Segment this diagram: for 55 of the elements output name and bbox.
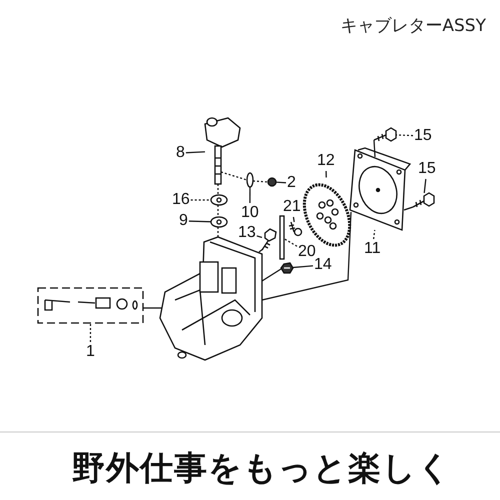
screw-drawing bbox=[261, 228, 277, 251]
leader-line bbox=[372, 230, 376, 240]
leader-line bbox=[424, 178, 426, 194]
leader-line bbox=[188, 220, 212, 222]
rod-drawing bbox=[279, 215, 285, 260]
leader-line bbox=[292, 216, 295, 222]
knob-drawing bbox=[204, 117, 241, 185]
leader-line bbox=[90, 323, 92, 342]
title: キャブレターASSY bbox=[340, 15, 486, 37]
callout-number: 20 bbox=[298, 243, 316, 261]
assembly-line bbox=[262, 268, 282, 282]
screw-drawing bbox=[373, 127, 397, 142]
callout-number: 15 bbox=[414, 127, 432, 145]
callout-number: 12 bbox=[317, 152, 335, 170]
leader-line bbox=[249, 187, 251, 203]
callout-number: 11 bbox=[364, 240, 381, 258]
leader-line bbox=[256, 235, 262, 238]
slogan: 野外仕事をもっと楽しく bbox=[72, 447, 452, 489]
leader-line bbox=[396, 134, 414, 136]
assembly-line bbox=[220, 171, 248, 181]
assembly-line bbox=[217, 205, 219, 217]
leader-line bbox=[276, 182, 286, 184]
assembly-line bbox=[404, 206, 414, 211]
callout-number: 1 bbox=[86, 343, 95, 361]
callout-number: 9 bbox=[179, 212, 188, 230]
assembly-line bbox=[262, 212, 352, 301]
screw-drawing bbox=[412, 192, 435, 208]
leader-line bbox=[292, 265, 314, 268]
callout-number: 15 bbox=[418, 160, 436, 178]
needle-assembly-drawing bbox=[37, 287, 144, 324]
o-ring-drawing bbox=[246, 172, 254, 188]
leader-line bbox=[284, 238, 298, 247]
assembly-line bbox=[217, 227, 219, 237]
assembly-line bbox=[143, 307, 162, 309]
callout-number: 16 bbox=[172, 191, 190, 209]
cover-drawing bbox=[349, 147, 412, 231]
nut-drawing bbox=[267, 177, 277, 187]
callout-number: 14 bbox=[314, 256, 332, 274]
callout-number: 8 bbox=[176, 144, 185, 162]
washer-drawing bbox=[210, 216, 228, 228]
callout-number: 21 bbox=[283, 198, 301, 216]
assembly-line bbox=[373, 140, 376, 158]
callout-number: 13 bbox=[238, 224, 256, 242]
callout-number: 10 bbox=[241, 204, 259, 222]
assembly-line bbox=[252, 180, 268, 183]
plug-drawing bbox=[280, 262, 294, 274]
callout-number: 2 bbox=[287, 174, 296, 192]
assembly-line bbox=[217, 184, 219, 195]
assembly-line bbox=[258, 248, 264, 252]
leader-line bbox=[190, 199, 211, 201]
leader-line bbox=[326, 170, 327, 178]
carburetor-body-drawing bbox=[159, 236, 263, 361]
leader-line bbox=[186, 151, 206, 154]
washer-drawing bbox=[210, 194, 228, 206]
bolt-drawing bbox=[288, 221, 302, 236]
